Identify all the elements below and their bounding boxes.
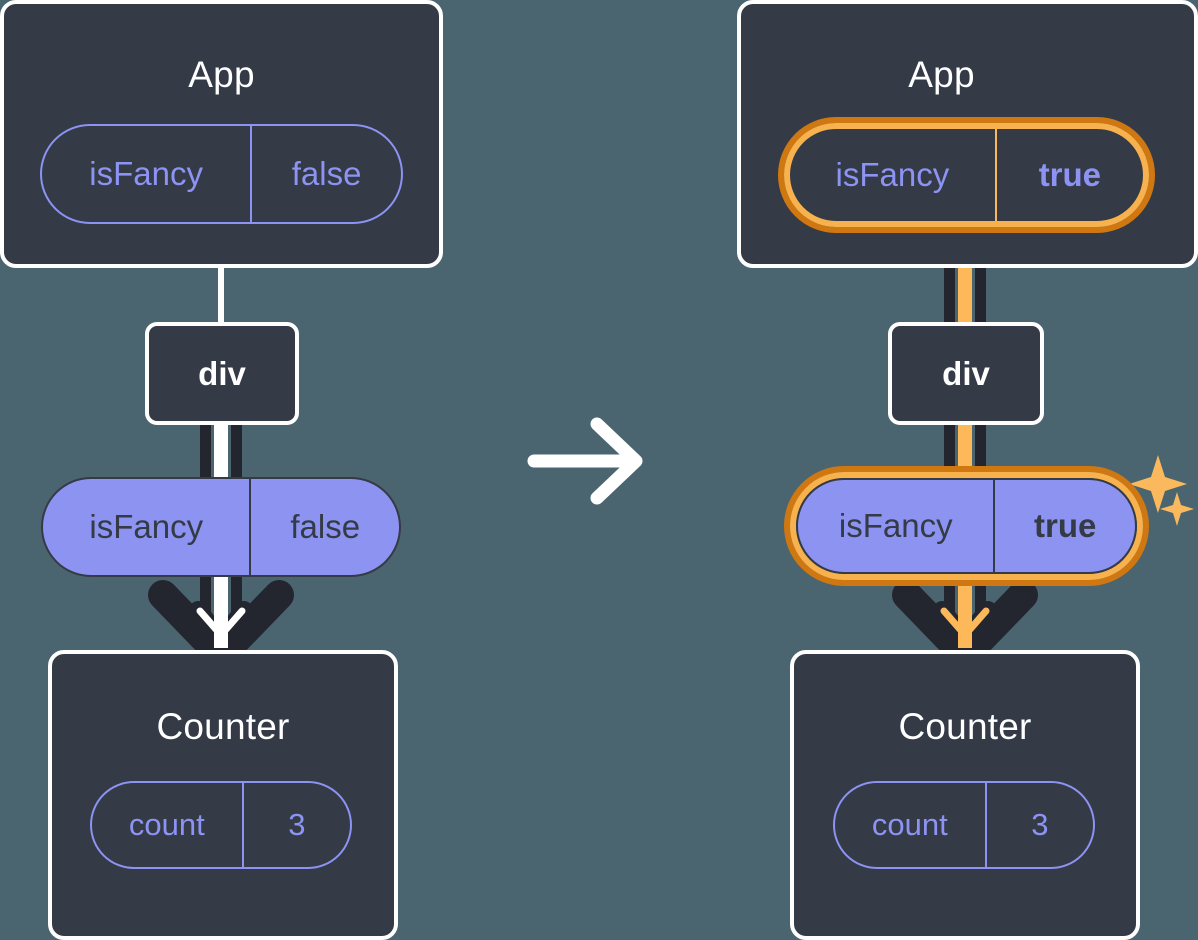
- app-state-value-after: true: [994, 129, 1143, 221]
- app-title-before: App: [188, 54, 255, 95]
- counter-state-key-before: count: [128, 807, 205, 842]
- counter-state-pill-after[interactable]: count 3: [833, 781, 1095, 869]
- highlight-ring-inner-prop: [790, 472, 1143, 580]
- connector-app-to-div-left: [218, 262, 224, 326]
- app-state-key-before: isFancy: [89, 155, 203, 192]
- connector-app-to-div-right-rail-a: [944, 228, 955, 328]
- prop-value-after: true: [993, 480, 1135, 572]
- highlight-ring-inner-app: [784, 123, 1149, 227]
- prop-pill-after[interactable]: isFancy true: [796, 478, 1137, 574]
- counter-state-value-after: 3: [984, 783, 1093, 867]
- counter-state-key-after: count: [871, 807, 948, 842]
- counter-state-pill-before[interactable]: count 3: [90, 781, 352, 869]
- counter-title-before: Counter: [156, 706, 290, 747]
- connector-div-to-prop-left-rail-a: [200, 420, 211, 492]
- dom-node-box-after: div: [888, 322, 1044, 425]
- app-state-key-after: isFancy: [835, 156, 950, 193]
- app-state-pill-after[interactable]: isFancy true: [790, 129, 1143, 221]
- highlight-ring-outer-prop: [784, 466, 1149, 586]
- prop-value-before: false: [249, 479, 399, 575]
- arrow-right-icon: [527, 417, 643, 505]
- connector-app-to-div-right-rail-b: [975, 228, 986, 328]
- app-state-value-before: false: [250, 126, 401, 222]
- counter-state-value-before: 3: [241, 783, 350, 867]
- connector-div-to-prop-left-core: [214, 420, 228, 492]
- prop-key-before: isFancy: [89, 508, 204, 545]
- connector-div-to-prop-right-rail-a: [944, 420, 955, 492]
- prop-pill-before[interactable]: isFancy false: [41, 477, 401, 577]
- dom-node-box-before: div: [145, 322, 299, 425]
- connector-div-to-prop-left-rail-b: [231, 420, 242, 492]
- app-state-pill-before[interactable]: isFancy false: [40, 124, 403, 224]
- highlight-ring-outer-app: [778, 117, 1155, 233]
- app-title-after: App: [908, 54, 975, 95]
- counter-title-after: Counter: [898, 706, 1032, 747]
- sparkles-icon-prop: [1129, 455, 1194, 526]
- connector-div-to-prop-right-rail-b: [975, 420, 986, 492]
- prop-key-after: isFancy: [838, 507, 953, 544]
